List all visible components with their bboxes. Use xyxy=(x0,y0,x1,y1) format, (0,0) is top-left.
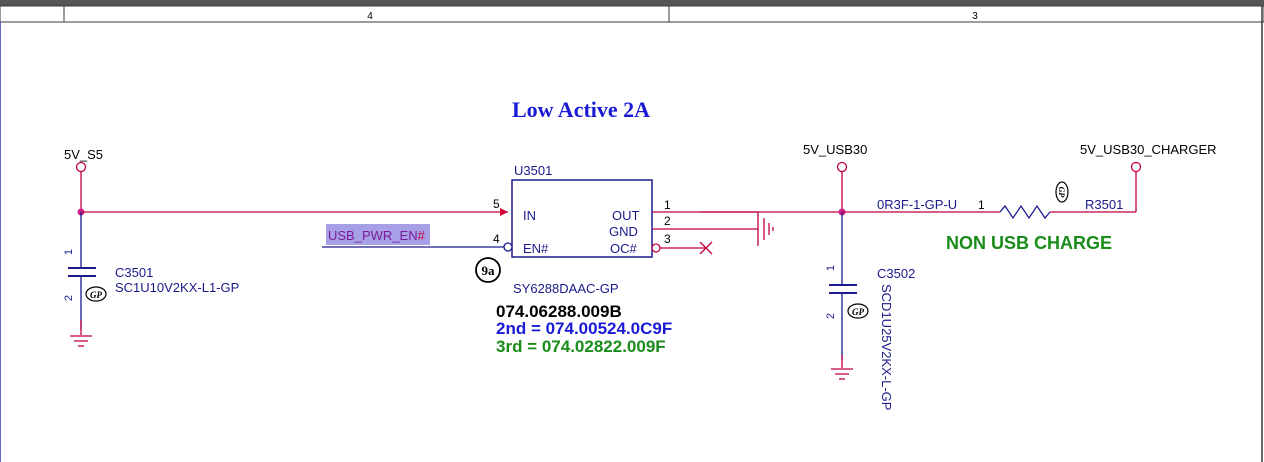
net-label-usb-pwr-en: USB_PWR_EN# xyxy=(328,228,426,243)
ic-pn-main: 074.06288.009B xyxy=(496,302,622,321)
ic-badge-icon: 9a xyxy=(475,257,501,283)
gp-badge-text: GP xyxy=(90,290,102,300)
c3502-pin2: 2 xyxy=(825,313,837,319)
c3501-ref: C3501 xyxy=(115,265,153,280)
c3501-pin2: 2 xyxy=(63,295,75,301)
power-port-5v-usb30 xyxy=(836,161,848,173)
net-label-suffix: # xyxy=(418,228,426,243)
c3501-part: SC1U10V2KX-L1-GP xyxy=(115,280,239,295)
no-connect-icon xyxy=(699,241,713,255)
gp-badge-text: GP xyxy=(1057,187,1066,198)
ic-pin-in-name: IN xyxy=(523,208,536,223)
r3501-part: 0R3F-1-GP-U xyxy=(877,197,957,212)
ic-pn-2nd: 2nd = 074.00524.0C9F xyxy=(496,319,672,338)
en-bubble xyxy=(503,242,513,252)
ic-pin-en-name: EN# xyxy=(523,241,549,256)
power-port-5v-usb30-charger xyxy=(1130,161,1142,173)
capacitor-c3501 xyxy=(68,212,96,347)
c3502-ref: C3502 xyxy=(877,266,915,281)
rail-5v-s5: 5V_S5 xyxy=(64,147,103,212)
gp-badge-icon: GP xyxy=(85,286,107,302)
net-highlight xyxy=(326,224,430,245)
ic-pin-gnd-num: 2 xyxy=(664,214,671,228)
gp-badge-icon: GP xyxy=(847,303,869,319)
ic-pin-gnd-name: GND xyxy=(609,224,638,239)
ic-pin-oc-name: OC# xyxy=(610,241,638,256)
ic-part: SY6288DAAC-GP xyxy=(513,281,619,296)
gp-badge-text: GP xyxy=(852,307,864,317)
zone-label-3: 3 xyxy=(972,11,978,22)
c3501-pin1: 1 xyxy=(63,249,75,255)
ic-pin-in-num: 5 xyxy=(493,197,500,211)
ic-pin-en-num: 4 xyxy=(493,232,500,246)
rail-label-5v-usb30: 5V_USB30 xyxy=(803,142,867,157)
r3501-note: NON USB CHARGE xyxy=(946,233,1112,253)
ic-body xyxy=(511,179,653,258)
c3502-pin1: 1 xyxy=(825,265,837,271)
pin-arrow-in xyxy=(500,208,508,216)
ic-ref: U3501 xyxy=(514,163,552,178)
ic-u3501 xyxy=(503,179,661,258)
gp-badge-icon: GP xyxy=(1055,181,1069,203)
ic-badge-text: 9a xyxy=(482,263,496,278)
c3502-part: SCD1U25V2KX-L-GP xyxy=(879,284,894,410)
r3501-pin1: 1 xyxy=(978,198,985,212)
ic-pin-out-num: 1 xyxy=(664,198,671,212)
power-port-5v-s5 xyxy=(75,161,87,173)
resistor-r3501 xyxy=(999,204,1051,220)
r3501-ref: R3501 xyxy=(1085,197,1123,212)
oc-bubble xyxy=(651,243,661,253)
page-title: Low Active 2A xyxy=(512,97,650,122)
capacitor-c3502 xyxy=(829,212,857,380)
ic-pin-oc-num: 3 xyxy=(664,232,671,246)
zone-label-4: 4 xyxy=(367,11,373,22)
rail-label-5v-s5: 5V_S5 xyxy=(64,147,103,162)
ic-pin-out-name: OUT xyxy=(612,208,640,223)
ic-pn-3rd: 3rd = 074.02822.009F xyxy=(496,337,666,356)
net-label-base: USB_PWR_EN xyxy=(328,228,418,243)
chassis-ground-icon xyxy=(757,212,774,246)
rail-label-5v-usb30-charger: 5V_USB30_CHARGER xyxy=(1080,142,1217,157)
